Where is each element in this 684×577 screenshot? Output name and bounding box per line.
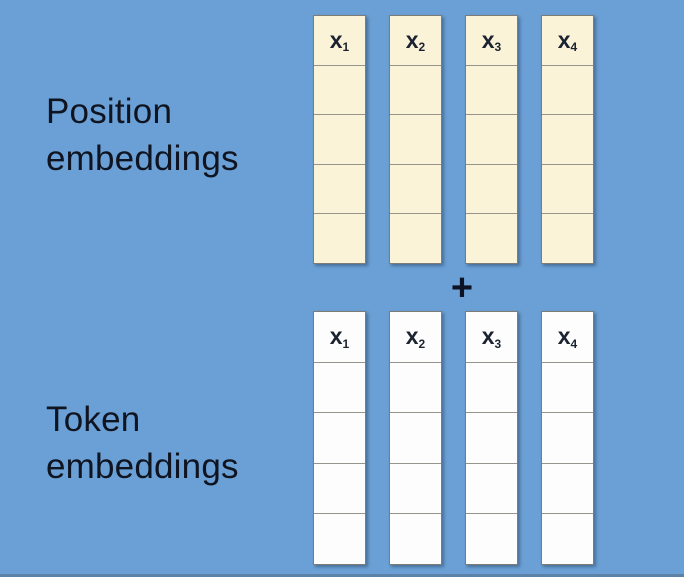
token-embedding-cell: [314, 361, 365, 413]
token-column-2-header: x 2: [390, 312, 441, 362]
position-embedding-cell: [390, 163, 441, 214]
token-embedding-cell: [466, 412, 517, 463]
position-column-1-header: x 1: [314, 16, 365, 65]
token-embeddings-label: Token embeddings: [46, 400, 239, 486]
token-subscript: 1: [342, 40, 350, 55]
position-embedding-cell: [466, 213, 517, 263]
token-symbol: x: [329, 323, 343, 350]
position-embedding-cell: [466, 163, 517, 214]
position-embedding-cell: [314, 213, 365, 263]
position-embedding-cell: [390, 64, 441, 115]
position-embedding-cell: [390, 114, 441, 164]
token-subscript: 4: [570, 336, 578, 351]
token-subscript: 3: [494, 336, 502, 351]
position-column-1: x 1: [313, 15, 366, 264]
position-embedding-cell: [314, 163, 365, 214]
frame-bottom-edge: [0, 574, 684, 577]
position-embedding-cell: [542, 213, 593, 263]
token-column-3: x 3: [465, 311, 518, 565]
position-embedding-cell: [466, 114, 517, 164]
position-column-2: x 2: [389, 15, 442, 264]
token-subscript: 3: [494, 40, 502, 55]
position-embedding-cell: [542, 64, 593, 115]
position-embedding-cell: [390, 213, 441, 263]
position-column-4-header: x 4: [542, 16, 593, 65]
token-symbol: x: [405, 26, 419, 53]
token-column-2: x 2: [389, 311, 442, 565]
token-embedding-cell: [466, 513, 517, 564]
token-embedding-cell: [390, 513, 441, 564]
position-embedding-cell: [314, 64, 365, 115]
token-embedding-cell: [314, 462, 365, 514]
token-embedding-cell: [466, 462, 517, 514]
token-symbol: x: [481, 26, 495, 53]
position-column-4: x 4: [541, 15, 594, 264]
position-embedding-cell: [466, 64, 517, 115]
token-embedding-cell: [542, 513, 593, 564]
position-column-2-header: x 2: [390, 16, 441, 65]
position-embedding-cell: [314, 114, 365, 164]
token-symbol: x: [557, 323, 571, 350]
position-column-3-header: x 3: [466, 16, 517, 65]
plus-operator: +: [450, 266, 474, 309]
token-column-4: x 4: [541, 311, 594, 565]
token-embedding-cell: [314, 412, 365, 463]
token-column-1-header: x 1: [314, 312, 365, 362]
position-embedding-cell: [542, 114, 593, 164]
token-embedding-cell: [466, 361, 517, 413]
token-symbol: x: [405, 323, 419, 350]
token-subscript: 2: [418, 40, 426, 55]
token-embedding-cell: [390, 462, 441, 514]
token-embedding-cell: [390, 361, 441, 413]
position-embeddings-label: Position embeddings: [46, 92, 239, 178]
position-embeddings-group: x 1 x 2 x 3: [313, 15, 594, 264]
token-symbol: x: [329, 26, 343, 53]
token-embedding-cell: [314, 513, 365, 564]
token-symbol: x: [481, 323, 495, 350]
token-embedding-cell: [542, 361, 593, 413]
token-symbol: x: [557, 26, 571, 53]
token-embeddings-group: x 1 x 2 x 3: [313, 311, 594, 565]
position-embedding-cell: [542, 163, 593, 214]
token-subscript: 1: [342, 336, 350, 351]
token-column-3-header: x 3: [466, 312, 517, 362]
token-column-4-header: x 4: [542, 312, 593, 362]
token-embedding-cell: [542, 462, 593, 514]
token-embedding-cell: [390, 412, 441, 463]
token-embedding-cell: [542, 412, 593, 463]
position-column-3: x 3: [465, 15, 518, 264]
token-subscript: 2: [418, 336, 426, 351]
token-column-1: x 1: [313, 311, 366, 565]
token-subscript: 4: [570, 40, 578, 55]
